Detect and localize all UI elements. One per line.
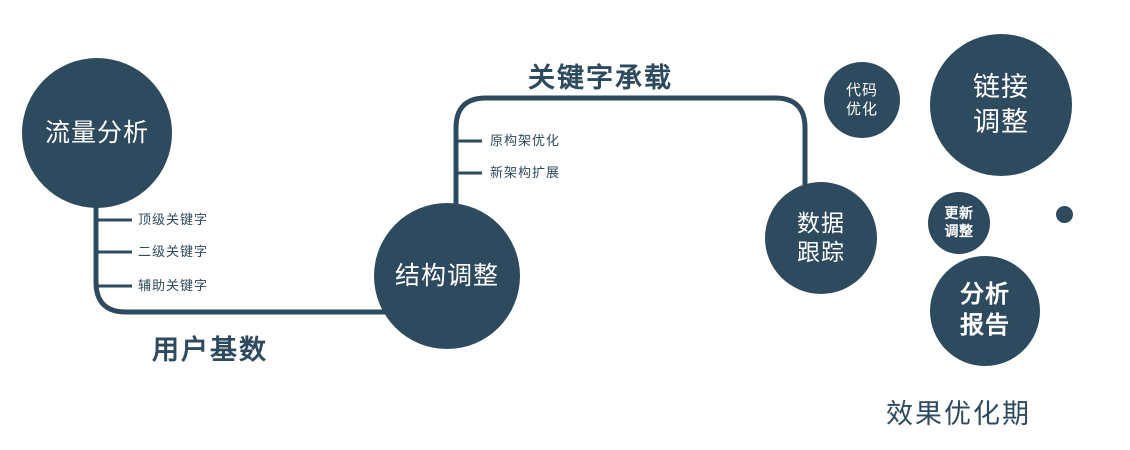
bullet-dot	[1056, 206, 1073, 223]
node-code-optimization-line2: 优化	[845, 101, 878, 118]
edge-label-user-base: 用户基数	[152, 335, 268, 365]
phase-label: 效果优化期	[886, 399, 1031, 429]
node-structure-adjustment: 结构调整	[374, 203, 520, 349]
node-update-adjustment: 更新 调整	[928, 192, 990, 254]
node-update-adjustment-line2: 调整	[944, 223, 974, 239]
node-data-tracking: 数据 跟踪	[765, 182, 877, 294]
node-code-optimization-line1: 代码	[845, 81, 878, 99]
node-link-adjustment-line1: 链接	[973, 72, 1029, 103]
node-traffic-analysis-label: 流量分析	[44, 119, 149, 147]
node-link-adjustment: 链接 调整	[930, 34, 1072, 176]
edge-label-keyword-carry: 关键字承载	[528, 63, 673, 93]
node-analysis-report: 分析 报告	[930, 256, 1040, 366]
node-link-adjustment-line2: 调整	[973, 107, 1029, 137]
connector-structure-to-tracking	[453, 95, 808, 212]
node-analysis-report-line1: 分析	[960, 281, 1010, 309]
node-data-tracking-line1: 数据	[797, 209, 845, 236]
tick-label-arch-expand: 新架构扩展	[490, 165, 561, 180]
tick-label-top-keyword: 顶级关键字	[138, 212, 209, 227]
node-code-optimization: 代码 优化	[824, 62, 900, 138]
connector-traffic-to-structure	[93, 190, 390, 315]
tick-label-arch-optimize: 原构架优化	[490, 133, 561, 148]
node-traffic-analysis: 流量分析	[22, 58, 172, 208]
node-update-adjustment-line1: 更新	[944, 205, 974, 222]
node-data-tracking-line2: 跟踪	[797, 239, 845, 265]
tick-label-second-keyword: 二级关键字	[138, 244, 209, 259]
tick-label-aux-keyword: 辅助关键字	[138, 278, 209, 293]
node-structure-adjustment-label: 结构调整	[394, 262, 499, 290]
node-analysis-report-line2: 报告	[960, 312, 1010, 339]
